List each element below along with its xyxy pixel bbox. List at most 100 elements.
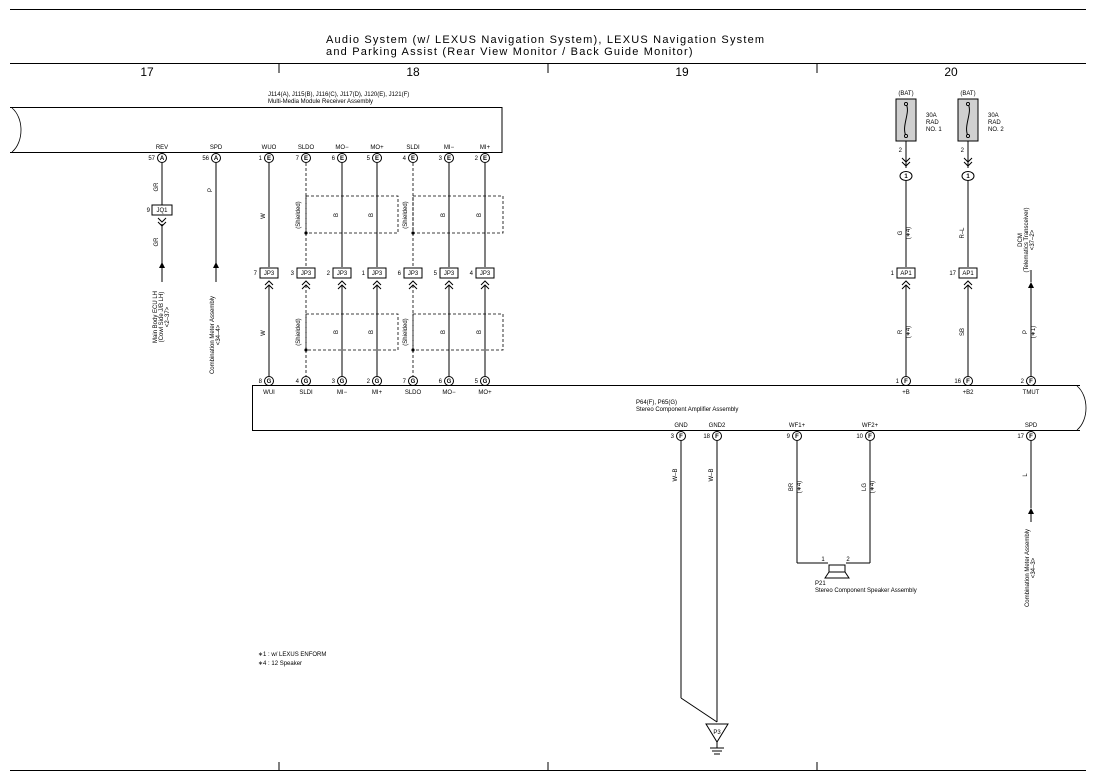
amplifier-pin-letter: G [340,379,345,385]
shield-junction [411,231,415,235]
receiver-pin-circle [157,153,167,163]
fuse-terminal [904,134,908,138]
amplifier-pin-letter: F [679,434,683,440]
wire-color-label: R–L [960,227,966,239]
jp3-connector-box [367,267,387,279]
amplifier-pin-number: 4 [296,379,300,385]
receiver-pin-number: 7 [296,156,300,162]
section-number: 20 [944,65,958,79]
jp3-connector-label: JP3 [301,271,312,277]
ground-point-label: P3 [713,730,721,736]
wire-color-label: B [441,213,447,217]
wire-footnote-mark: (∗4) [870,481,876,493]
shielded-label: (Shielded) [403,318,409,345]
shield-junction [411,348,415,352]
shield-box [412,195,504,234]
shielded-label: (Shielded) [296,318,302,345]
receiver-pin-letter: E [411,156,415,162]
receiver-pin-circle [211,153,221,163]
wire-color-label: LG [862,483,868,491]
receiver-pin-circle [444,153,454,163]
shield-box [305,313,399,351]
comb-meter-arrow [213,262,219,268]
comb-meter2-arrow [1028,508,1034,514]
jp3-connector-box [475,267,495,279]
wire-color-label: B [369,330,375,334]
fuse-source-label: (BAT) [960,91,975,97]
receiver-pin-circle [301,153,311,163]
receiver-signal-label: MO− [335,145,349,151]
main-body-ref: (Cowl Side J/B LH) [159,292,165,343]
fuse-number: NO. 2 [988,127,1004,133]
jq1-connector-label: JQ1 [156,208,168,214]
receiver-pin-number: 56 [202,156,209,162]
shield-box [305,195,399,234]
fuse-pin-number: 2 [961,148,965,154]
jp3-pin-number: 1 [362,271,366,277]
section-number: 18 [406,65,420,79]
amplifier-pin-letter: F [868,434,872,440]
amplifier-pin-circle [372,376,382,386]
wire-color-label: GR [154,237,160,247]
receiver-pin-number: 6 [332,156,336,162]
speaker-code: P21 [815,581,826,587]
amplifier-pin-circle [480,376,490,386]
ap1-connector-box [958,267,978,279]
note-4: ∗4 : 12 Speaker [258,661,302,667]
dcm-ref: <37–2> [1030,229,1036,250]
wire-color-label: B [334,330,340,334]
comb-meter2-ref: Combination Meter Assembly [1025,529,1031,607]
receiver-pin-letter: E [483,156,487,162]
jp3-connector-label: JP3 [408,271,419,277]
wire-color-label: B [477,330,483,334]
diagram-title-line1: Audio System (w/ LEXUS Navigation System… [326,34,765,46]
receiver-pin-circle [408,153,418,163]
comb-meter2-ref: <34–3> [1031,557,1037,578]
wire-footnote-mark: (∗4) [797,481,803,493]
jp3-connector-box [296,267,316,279]
receiver-pin-letter: E [447,156,451,162]
jp3-connector-label: JP3 [337,271,348,277]
receiver-pin-letter: A [214,156,219,162]
amplifier-pin-circle [264,376,274,386]
fuse-terminal [966,134,970,138]
wire-color-label: BR [789,482,795,491]
fuse-name: RAD [988,120,1001,126]
amplifier-pin-letter: G [483,379,488,385]
fuse-source-label: (BAT) [898,91,913,97]
wire-color-label: W–B [709,468,715,481]
receiver-name: Multi-Media Module Receiver Assembly [268,99,373,105]
amplifier-signal-label: GND2 [709,423,726,429]
jp3-connector-label: JP3 [372,271,383,277]
receiver-pin-number: 5 [367,156,371,162]
receiver-signal-label: SLDI [406,145,420,151]
amplifier-pin-letter: G [411,379,416,385]
amplifier-signal-label: MO− [442,390,456,396]
jp3-connector-box [439,267,459,279]
amplifier-pin-number: 2 [367,379,371,385]
wire-ground [680,697,718,723]
amplifier-pin-letter: G [267,379,272,385]
receiver-pin-letter: E [304,156,308,162]
ap1-connector-label: AP1 [900,271,912,277]
receiver-signal-label: MI− [444,145,455,151]
amplifier-pin-letter: F [715,434,719,440]
amplifier-pin-circle [712,431,722,441]
receiver-pin-circle [264,153,274,163]
junction-node-label: 1 [904,174,908,180]
speaker-pin-number: 1 [821,557,825,563]
amplifier-signal-label: TMUT [1023,390,1040,396]
amplifier-pin-letter: F [795,434,799,440]
amplifier-pin-number: 8 [259,379,263,385]
shielded-label: (Shielded) [403,201,409,228]
receiver-pin-letter: E [340,156,344,162]
amplifier-signal-label: MI− [337,390,348,396]
jp3-pin-number: 4 [470,271,474,277]
wire-footnote-mark: (∗1) [1031,326,1037,338]
jp3-pin-number: 6 [398,271,402,277]
receiver-pin-number: 57 [148,156,155,162]
jp3-connector-label: JP3 [444,271,455,277]
amplifier-pin-circle [444,376,454,386]
amplifier-name: Stereo Component Amplifier Assembly [636,407,738,413]
